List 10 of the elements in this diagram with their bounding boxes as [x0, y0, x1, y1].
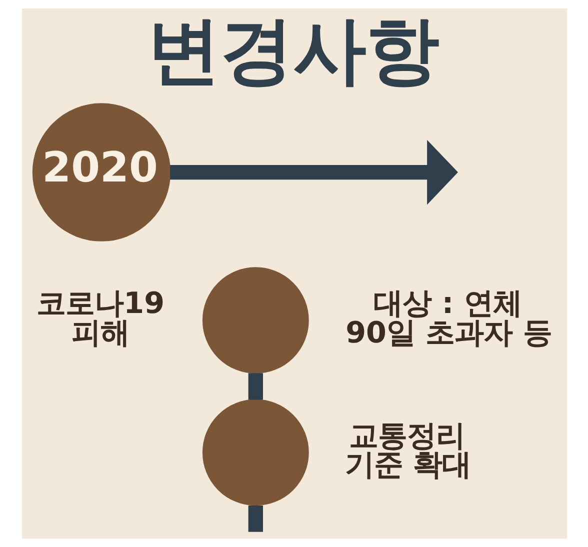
- node-circle: [202, 267, 308, 374]
- diagram-title: 변경사항: [146, 8, 439, 94]
- node-label: 대상 : 연체 90일 초과자 등: [345, 286, 552, 350]
- node-circle: [202, 399, 308, 506]
- arrow: [170, 140, 458, 205]
- node-label: 교통정리 기준 확대: [344, 418, 471, 482]
- connector: [248, 505, 262, 532]
- connector: [248, 373, 262, 400]
- node-circle: 2020: [32, 103, 170, 242]
- node-label: 코로나19 피해: [36, 286, 164, 350]
